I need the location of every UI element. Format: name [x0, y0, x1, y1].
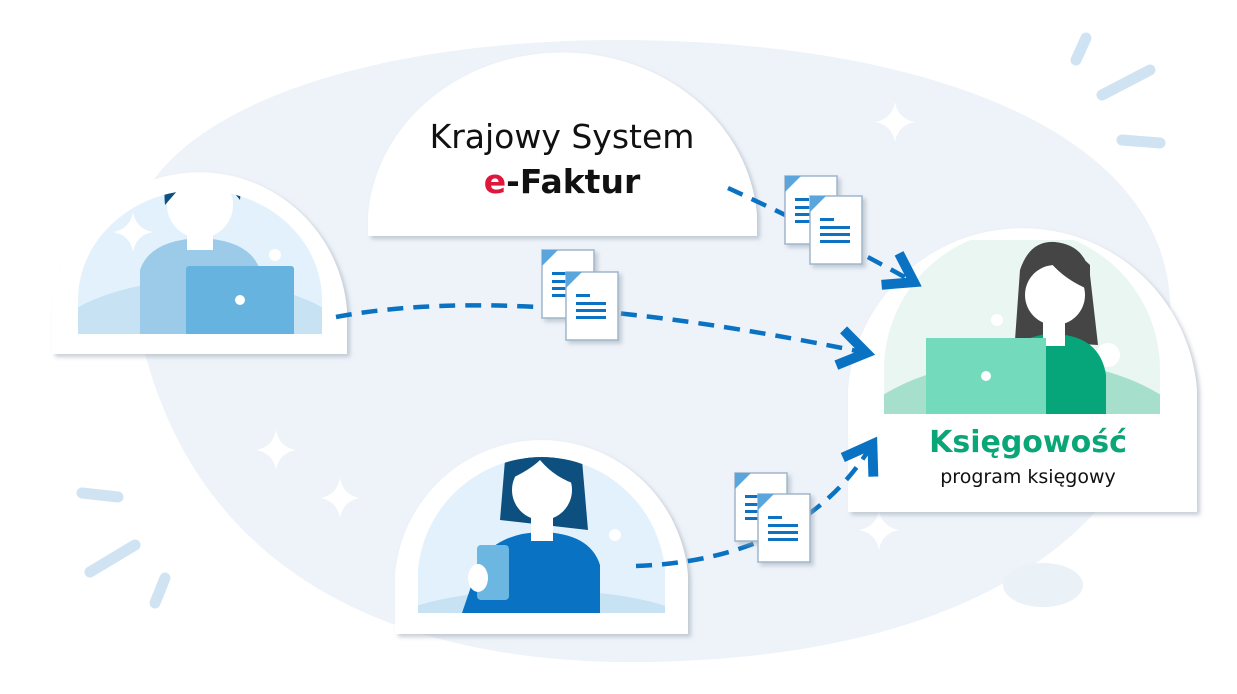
- accountant-icon: [848, 228, 1197, 513]
- ksef-prefix: e: [484, 162, 506, 201]
- ksef-dome: [368, 52, 757, 236]
- ksef-title-line2: e-Faktur: [484, 162, 641, 201]
- decorative-dashes: [76, 32, 1166, 609]
- person-laptop-icon: [52, 172, 347, 354]
- decorative-cloud: [1003, 563, 1083, 607]
- arrow-person-to-accounting: [335, 303, 876, 370]
- accounting-subtitle: program księgowy: [940, 466, 1115, 488]
- accounting-title: Księgowość: [929, 425, 1127, 460]
- ksef-rest: -Faktur: [506, 162, 641, 201]
- ksef-title-line1: Krajowy System: [430, 117, 695, 156]
- person-phone-icon: [395, 440, 688, 634]
